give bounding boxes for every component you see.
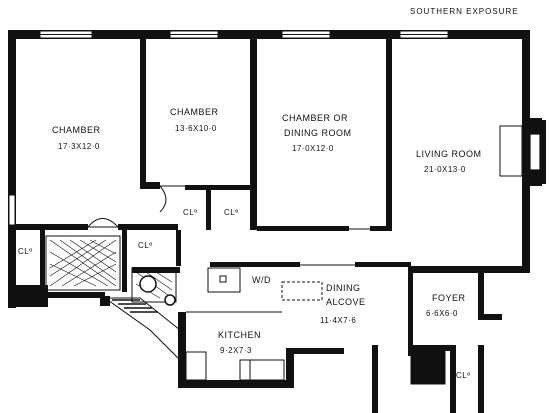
exposure-label: SOUTHERN EXPOSURE [410,7,519,16]
washer-dryer-label: W/D [252,275,271,285]
hall-fixtures [207,267,323,301]
closet-label: CLº [138,241,153,250]
bathroom [45,235,177,306]
foyer-dims: 6·6X6·0 [426,309,458,318]
living-room-name: LIVING ROOM [416,149,482,159]
chamber3-dims: 17·0X12·0 [292,144,334,153]
chamber1-dims: 17·3X12·0 [58,142,100,151]
closet-label: CLº [456,371,471,380]
kitchen-dims: 9·2X7·3 [220,346,252,355]
bay-window [499,118,546,186]
kitchen-name: KITCHEN [218,330,261,340]
closet-label: CLº [183,208,198,217]
chamber2-name: CHAMBER [170,107,219,117]
closet-label: CLº [18,247,33,256]
foyer-name: FOYER [432,293,466,303]
kitchen-passage [100,296,181,362]
dining-name-line1: DINING [326,283,361,293]
dining-dims: 11·4X7·6 [320,316,356,325]
dining-name-line2: ALCOVE [326,297,366,307]
chamber3-name-line2: DINING ROOM [284,128,352,138]
interior-walls [16,38,530,413]
doors [87,185,370,266]
closet-label: CLº [224,208,239,217]
outer-walls [8,30,530,308]
chamber1-name: CHAMBER [52,125,101,135]
kitchen-fixtures [185,311,285,381]
living-room-dims: 21·0X13·0 [424,165,466,174]
window-left [8,194,16,226]
chamber2-dims: 13·6X10·0 [175,124,217,133]
windows-top [39,30,449,39]
chamber3-name-line1: CHAMBER OR [282,113,348,123]
